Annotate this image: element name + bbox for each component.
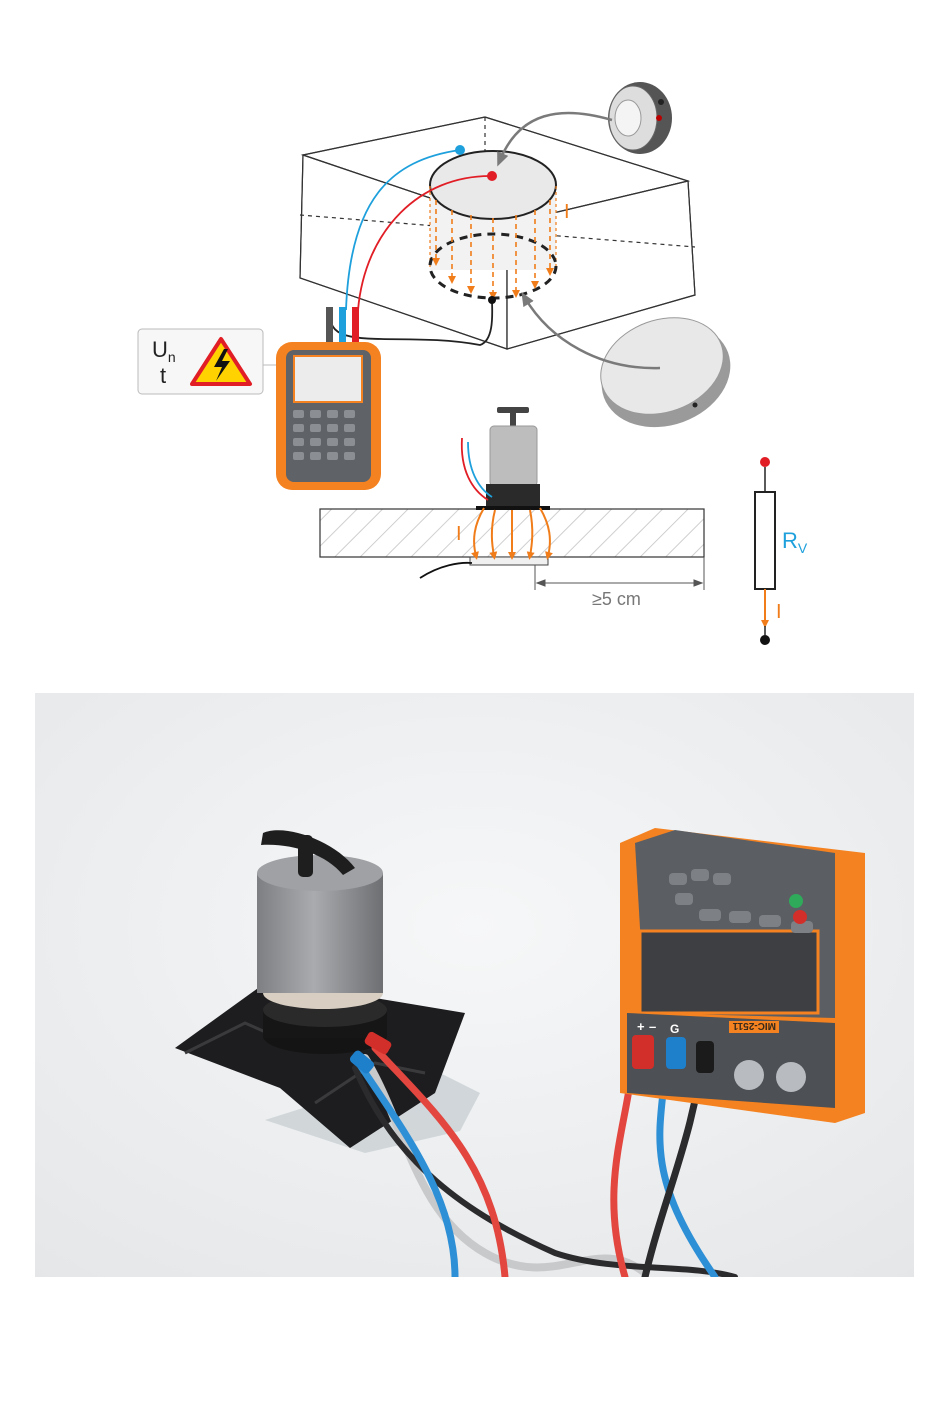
- time-symbol: t: [160, 363, 166, 388]
- disk-electrode: [587, 301, 745, 444]
- meter-socket-g-label: G: [670, 1022, 679, 1036]
- current-label-electrode: I: [456, 523, 462, 545]
- guard-electrode: [608, 82, 672, 154]
- current-label-resistor: I: [776, 601, 782, 623]
- electrode-photo: [257, 830, 387, 1054]
- red-contact-point: [487, 171, 497, 181]
- setup-photo: + – G MIC-2511: [35, 693, 914, 1277]
- resistance-subscript: V: [798, 540, 808, 556]
- meter-socket-minus-label: –: [649, 1019, 656, 1034]
- meter-photo: [620, 828, 865, 1123]
- electrode-cross-section: [462, 407, 550, 510]
- black-contact-point: [488, 296, 496, 304]
- meter-socket-plus-label: +: [637, 1019, 645, 1034]
- meter-model-label: MIC-2511: [732, 1020, 776, 1031]
- blue-contact-point: [455, 145, 465, 155]
- voltage-symbol: U: [152, 337, 168, 362]
- resistor-symbol: [755, 457, 775, 645]
- svg-text:RV: RV: [782, 528, 808, 556]
- distance-dimension: [535, 557, 704, 590]
- measurement-diagram: I Un t: [0, 0, 950, 680]
- distance-label: ≥5 cm: [592, 589, 641, 609]
- meter-schematic: [276, 307, 381, 490]
- current-label-cylinder: I: [564, 201, 570, 223]
- voltage-subscript: n: [168, 349, 176, 365]
- resistance-symbol: R: [782, 528, 798, 553]
